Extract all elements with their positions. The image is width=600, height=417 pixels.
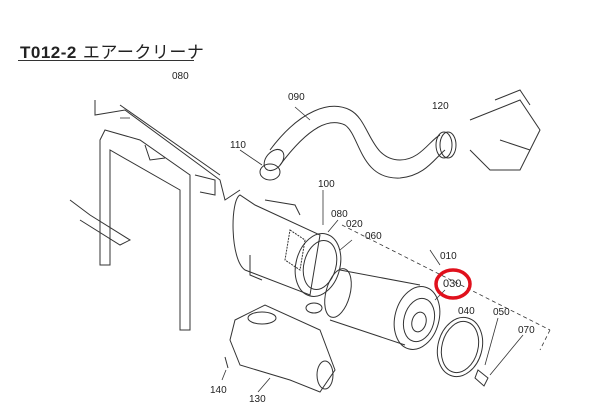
- o-ring: [436, 316, 484, 378]
- air-cleaner-body: [232, 194, 342, 314]
- part-label-120: 120: [432, 101, 449, 112]
- part-label-070: 070: [518, 325, 535, 336]
- part-label-060: 060: [365, 231, 382, 242]
- intake-hose: [259, 105, 446, 181]
- part-label-030: 030: [443, 278, 462, 290]
- part-label-040: 040: [458, 306, 475, 317]
- part-label-050: 050: [493, 307, 510, 318]
- part-label-090: 090: [288, 92, 305, 103]
- diagram-code: T012-2: [20, 43, 77, 62]
- part-label-130: 130: [249, 394, 266, 405]
- wing-nut: [474, 369, 489, 387]
- lower-cover: [224, 304, 336, 393]
- filter-element: [324, 268, 441, 350]
- part-label-100: 100: [318, 179, 335, 190]
- part-label-140: 140: [210, 385, 227, 396]
- part-label-020: 020: [346, 219, 363, 230]
- part-label-080-top: 080: [172, 71, 189, 82]
- title-underline: [18, 60, 194, 61]
- hose-clamp: [435, 89, 541, 171]
- part-label-080: 080: [331, 209, 348, 220]
- part-label-110: 110: [230, 140, 246, 151]
- diagram-title: T012-2 エアークリーナ: [20, 38, 204, 63]
- highlight-circle: [434, 268, 472, 300]
- part-label-010: 010: [440, 251, 457, 262]
- diagram-name: エアークリーナ: [82, 43, 205, 62]
- frame-bracket: [69, 100, 241, 331]
- o-ring-inner: [440, 320, 480, 374]
